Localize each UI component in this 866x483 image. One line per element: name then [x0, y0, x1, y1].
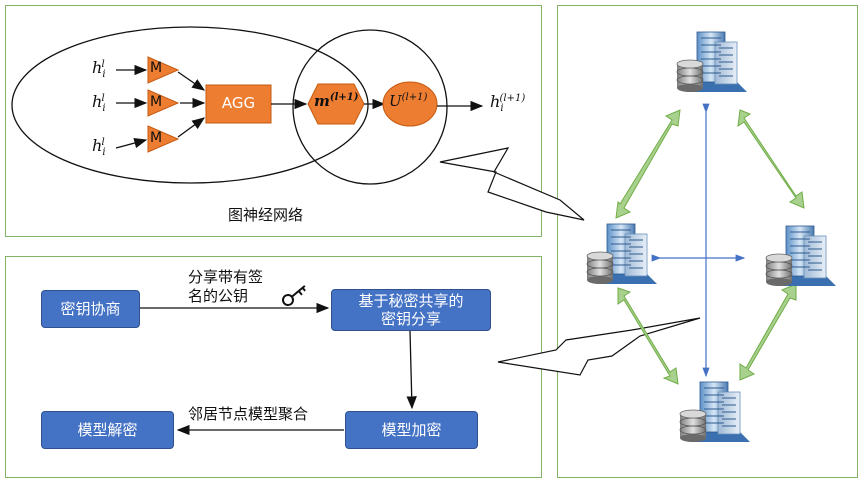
- link-arrows: [615, 109, 805, 385]
- message-triangle-2: [147, 89, 180, 117]
- share-signed-key-label: 分享带有签 名的公钥: [188, 268, 264, 305]
- secret-sharing-box: 基于秘密共享的 密钥分享: [331, 289, 491, 331]
- model-decryption-box: 模型解密: [41, 411, 174, 449]
- inner-circle: [292, 29, 448, 185]
- update-node-label: U(l+1): [389, 92, 428, 110]
- m-label-2: M: [150, 94, 163, 110]
- m-label-1: M: [150, 60, 163, 76]
- input-h-1: hil: [92, 58, 106, 81]
- lightning-bolt-bottom: [497, 317, 701, 376]
- update-circle: [382, 81, 438, 127]
- server-bottom: [679, 381, 751, 443]
- model-encryption-box: 模型加密: [345, 411, 478, 449]
- input-h-3: hil: [92, 136, 106, 159]
- m-label-3: M: [150, 130, 163, 146]
- message-triangle-3: [147, 125, 180, 153]
- key-icon: [282, 285, 306, 306]
- outer-ellipse: [11, 26, 369, 184]
- server-top: [676, 31, 748, 93]
- key-negotiation-box: 密钥协商: [41, 290, 140, 328]
- message-node-label: m(l+1): [314, 92, 359, 110]
- gnn-caption: 图神经网络: [228, 206, 304, 224]
- neighbor-aggregation-label: 邻居节点模型聚合: [188, 405, 309, 423]
- input-h-2: hil: [92, 92, 106, 115]
- server-left: [586, 223, 658, 285]
- message-hexagon: [307, 83, 365, 125]
- message-triangle-1: [147, 56, 180, 84]
- gnn-panel: [5, 5, 542, 237]
- agg-label: AGG: [221, 94, 256, 112]
- lightning-bolt-top: [439, 147, 585, 221]
- agg-box: [205, 84, 272, 124]
- output-h-label: hi(l+1): [490, 92, 526, 115]
- server-right: [765, 225, 837, 287]
